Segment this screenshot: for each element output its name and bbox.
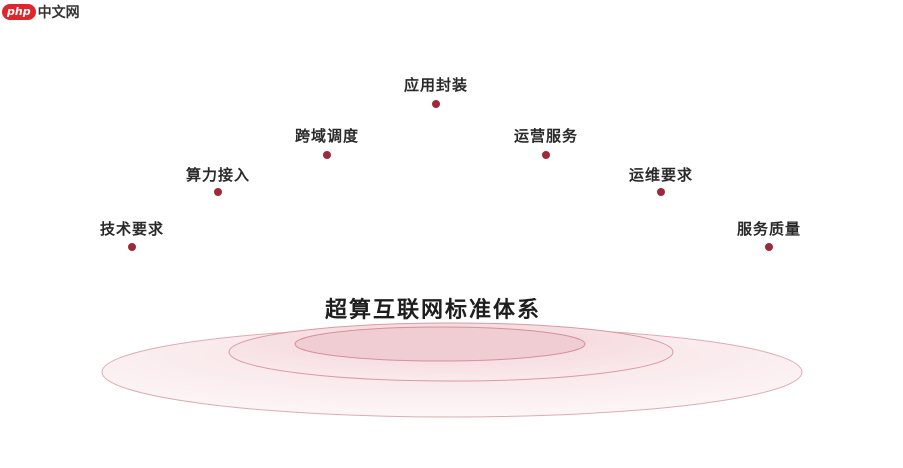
pin-dot-icon	[542, 151, 550, 159]
pin-dot-icon	[323, 151, 331, 159]
node-label: 技术要求	[99, 220, 165, 238]
node-label: 运营服务	[513, 127, 579, 145]
node-label: 算力接入	[185, 166, 251, 184]
node-label: 运维要求	[628, 166, 694, 184]
node-label: 跨域调度	[294, 127, 360, 145]
pin-dot-icon	[657, 188, 665, 196]
pin-dot-icon	[214, 188, 222, 196]
node-label: 服务质量	[736, 220, 802, 238]
watermark-logo: php 中文网	[2, 2, 80, 22]
rings	[101, 322, 803, 418]
diagram-title: 超算互联网标准体系	[324, 298, 542, 323]
inner-ring	[294, 326, 586, 362]
watermark-text: 中文网	[37, 5, 80, 21]
node-label: 应用封装	[403, 76, 469, 94]
php-badge: php	[2, 4, 36, 20]
pin-dot-icon	[128, 243, 136, 251]
pin-dot-icon	[432, 100, 440, 108]
pin-dot-icon	[765, 243, 773, 251]
